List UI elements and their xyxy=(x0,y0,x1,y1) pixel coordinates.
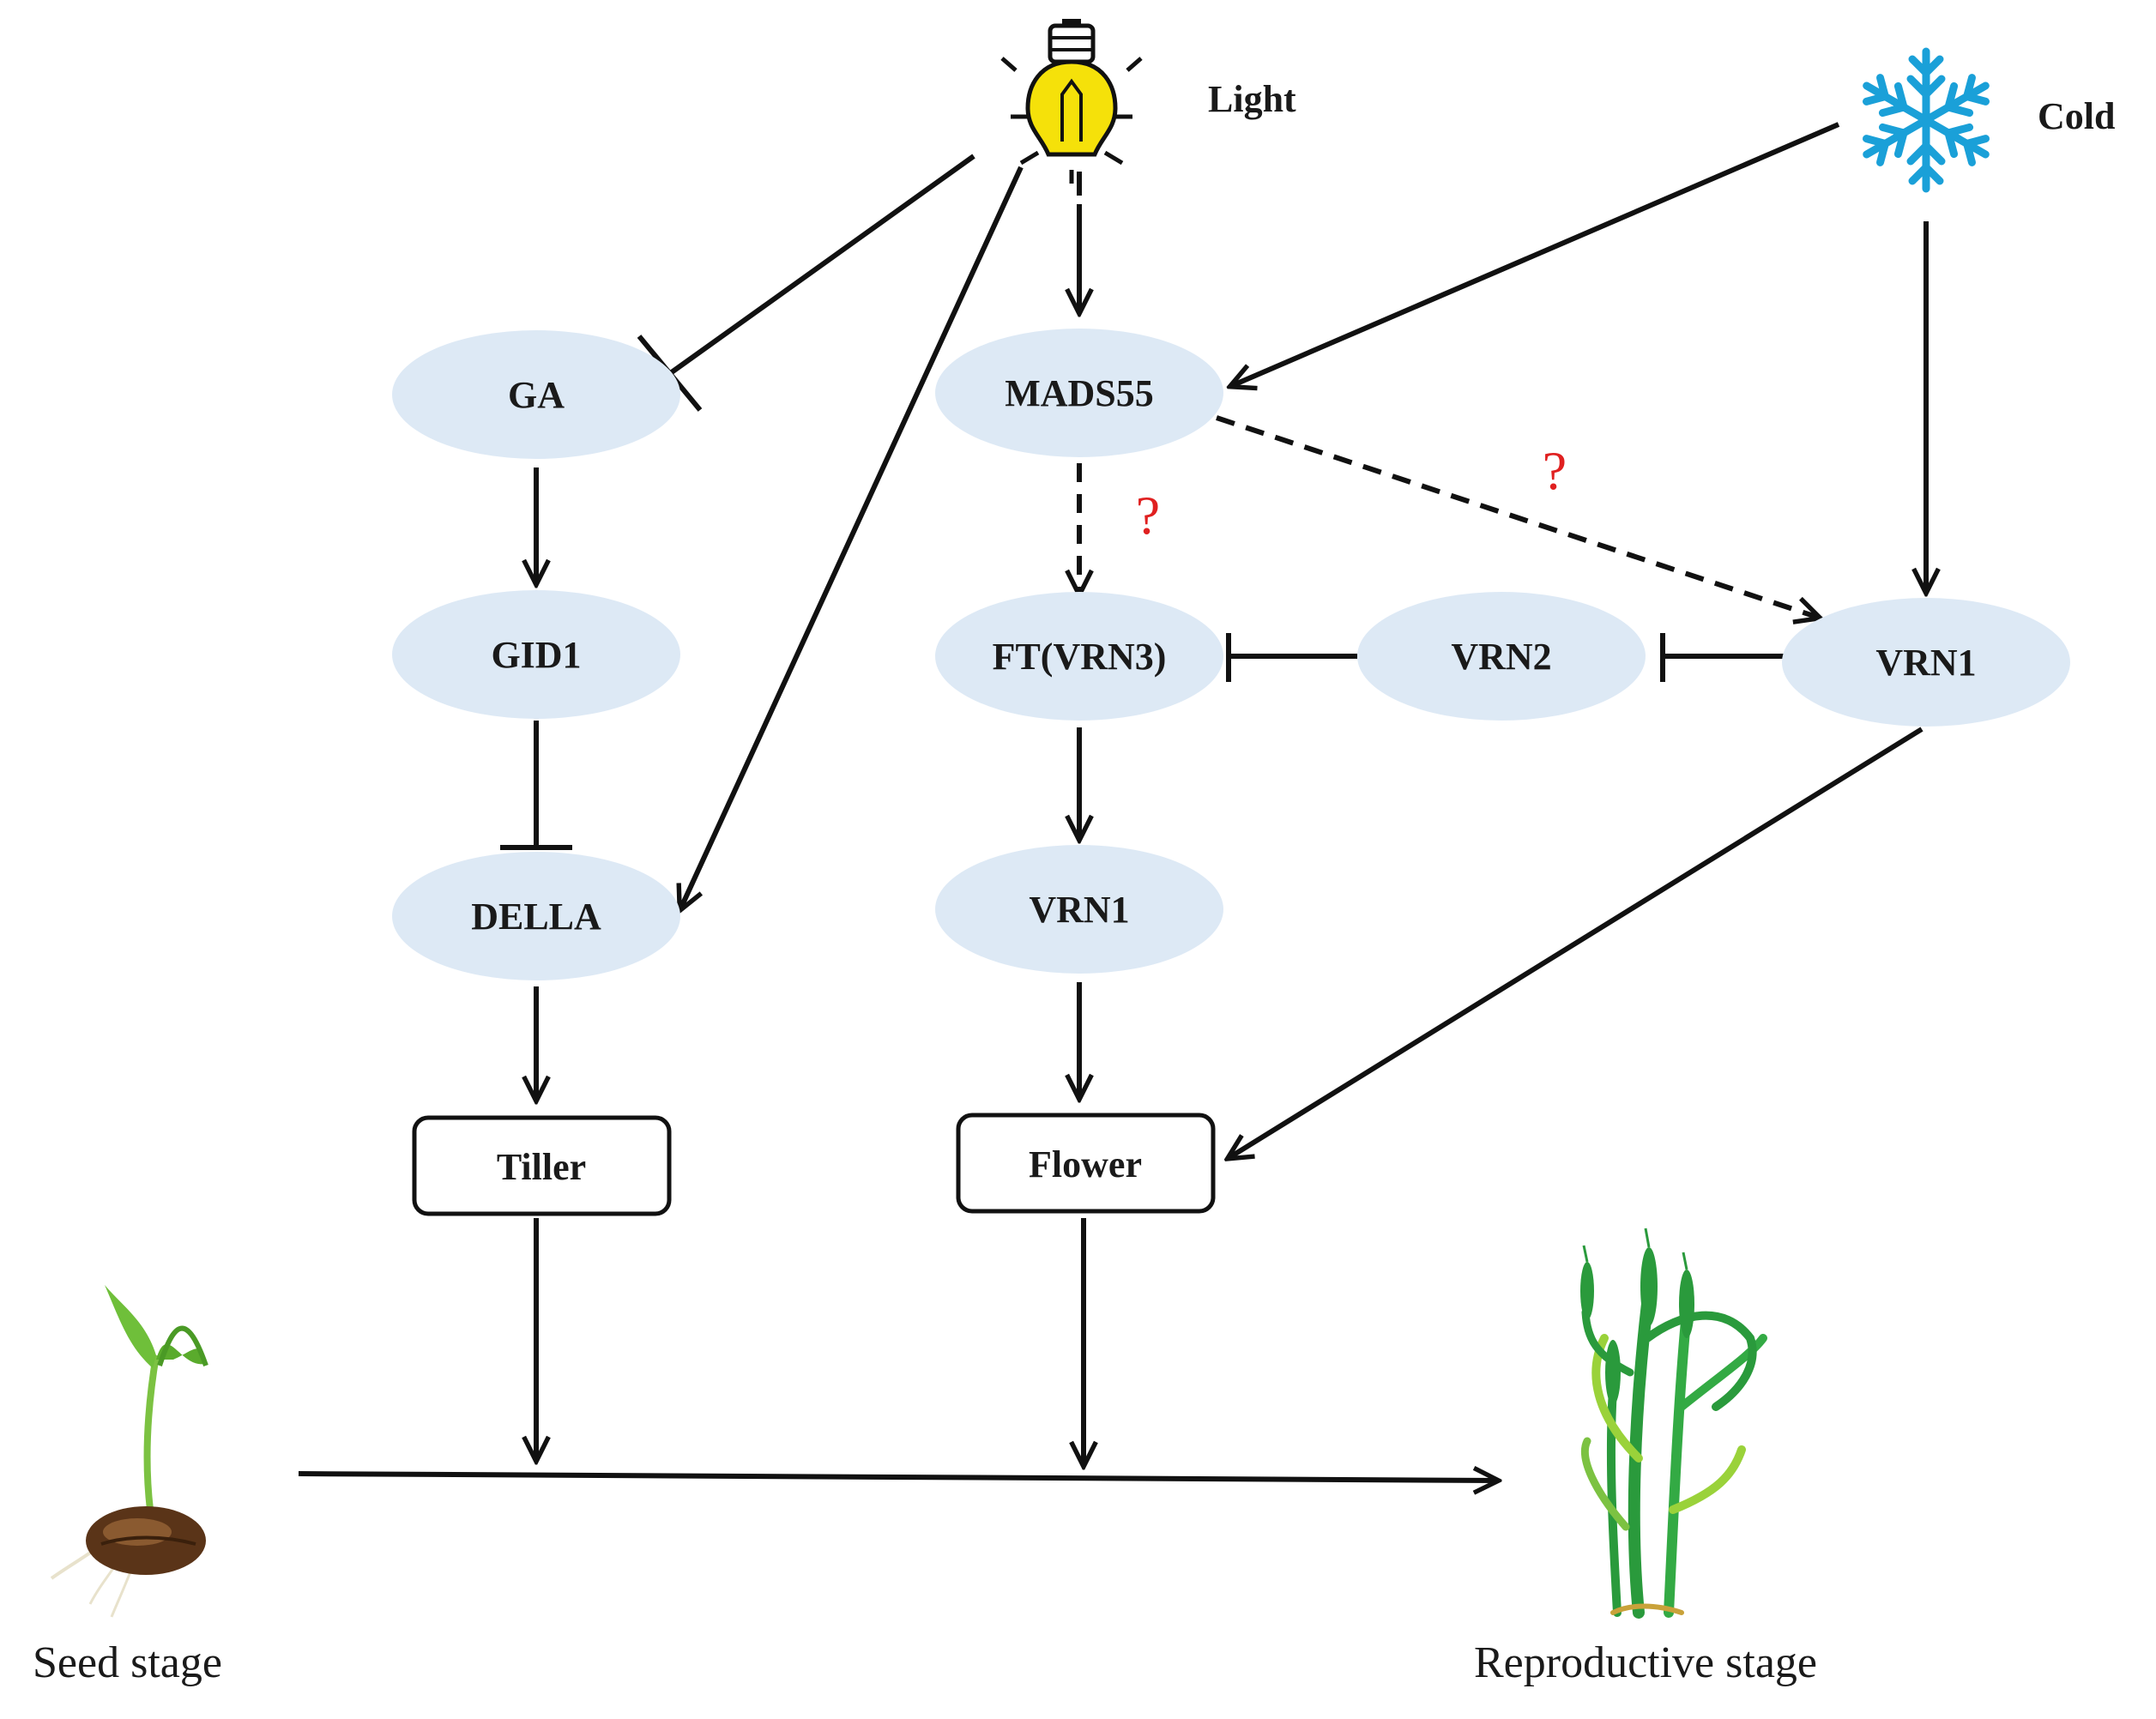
seedling-icon xyxy=(50,1285,208,1618)
output-flower-label: Flower xyxy=(1029,1143,1142,1185)
node-della-label: DELLA xyxy=(471,896,601,938)
edge-light-to-della xyxy=(680,166,1024,909)
node-vrn2: VRN2 xyxy=(1357,592,1646,721)
light-label: Light xyxy=(1208,78,1296,120)
cold-label: Cold xyxy=(2038,95,2115,137)
output-tiller: Tiller xyxy=(412,1115,672,1216)
node-vrn2-label: VRN2 xyxy=(1451,636,1551,678)
node-ft-vrn3: FT(VRN3) xyxy=(935,592,1223,721)
edge-mads55-to-vrn1 xyxy=(1216,415,1819,618)
snowflake-icon xyxy=(1859,47,1994,189)
wheat-plant-icon xyxy=(1580,1227,1767,1619)
node-ga: GA xyxy=(392,330,680,459)
reproductive-stage-label: Reproductive stage xyxy=(1474,1638,1817,1687)
edge-cold-to-mads55 xyxy=(1231,122,1840,386)
development-timeline-arrow xyxy=(298,1474,1497,1481)
node-della: DELLA xyxy=(392,852,680,980)
node-mads55: MADS55 xyxy=(935,329,1223,457)
light-bulb-icon xyxy=(1000,19,1143,184)
node-gid1: GID1 xyxy=(392,590,680,719)
edge-light-inhibits-ga xyxy=(667,154,975,377)
node-vrn1-center: VRN1 xyxy=(935,845,1223,974)
node-vrn1-center-label: VRN1 xyxy=(1029,889,1129,931)
unknown-mark-mads55-vrn1: ? xyxy=(1543,440,1567,501)
seed-stage-label: Seed stage xyxy=(33,1638,222,1687)
node-vrn1-right: VRN1 xyxy=(1782,598,2070,727)
edge-vrn1-right-to-flower xyxy=(1229,727,1923,1158)
unknown-mark-mads55-ft: ? xyxy=(1136,485,1160,546)
node-mads55-label: MADS55 xyxy=(1005,372,1154,414)
output-flower: Flower xyxy=(956,1113,1216,1214)
node-ga-label: GA xyxy=(508,374,565,416)
node-vrn1-right-label: VRN1 xyxy=(1875,642,1976,684)
output-tiller-label: Tiller xyxy=(497,1146,586,1188)
node-gid1-label: GID1 xyxy=(491,634,581,676)
node-ft-vrn3-label: FT(VRN3) xyxy=(993,636,1167,678)
